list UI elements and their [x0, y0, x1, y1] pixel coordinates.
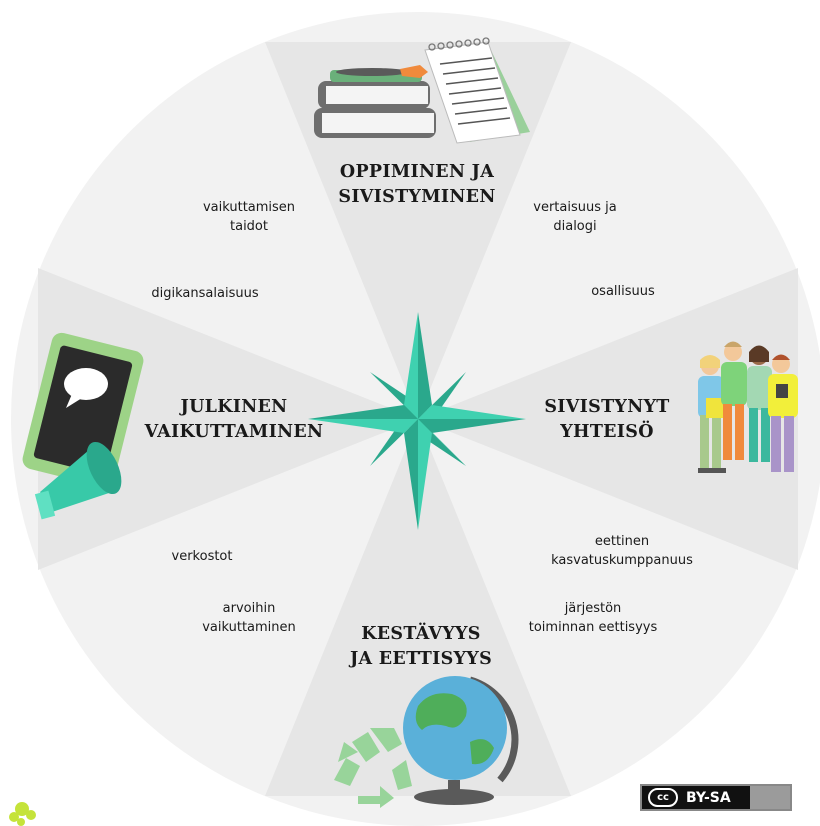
license-text: BY-SA — [686, 789, 731, 806]
section-title-right-line1: SIVISTYNYT — [544, 397, 670, 417]
label-line: verkostot — [171, 549, 233, 564]
label-line: vaikuttamisen — [202, 200, 296, 215]
section-title-right: SIVISTYNYT YHTEISÖ — [544, 395, 669, 445]
label-line: taidot — [230, 219, 268, 234]
section-title-top: OPPIMINEN JA SIVISTYMINEN — [338, 160, 495, 210]
globe-icon — [403, 676, 519, 805]
logo-icon — [9, 802, 36, 826]
section-title-top-line2: SIVISTYMINEN — [338, 187, 496, 207]
section-title-bottom: KESTÄVYYS JA EETTISYYS — [350, 622, 492, 672]
label-line: arvoihin — [222, 601, 276, 616]
license-badge-panel — [750, 786, 790, 809]
tablet-icon — [22, 332, 144, 488]
books-icon — [314, 65, 436, 138]
compass-rose-icon — [308, 312, 526, 530]
license-badge[interactable]: cc BY-SA — [640, 784, 792, 811]
section-title-left: JULKINEN VAIKUTTAMINEN — [145, 395, 324, 445]
notebook-icon — [424, 37, 530, 144]
megaphone-icon — [34, 441, 122, 520]
label-vaikuttamisen-taidot: vaikuttamisen taidot — [203, 198, 295, 236]
label-line: järjestön — [564, 601, 622, 616]
people-icon — [698, 341, 798, 473]
label-digikansalaisuus: digikansalaisuus — [151, 284, 258, 303]
sector-right — [418, 268, 798, 570]
label-line: kasvatuskumppanuus — [551, 553, 693, 568]
section-title-bottom-line2: JA EETTISYYS — [349, 649, 493, 669]
label-line: vaikuttaminen — [202, 620, 296, 635]
section-title-left-line1: JULKINEN — [180, 397, 288, 417]
section-title-top-line1: OPPIMINEN JA — [339, 162, 495, 182]
section-title-bottom-line1: KESTÄVYYS — [361, 624, 481, 644]
label-verkostot: verkostot — [172, 547, 233, 566]
label-vertaisuus: vertaisuus ja dialogi — [533, 198, 616, 236]
label-line: osallisuus — [591, 284, 655, 299]
label-line: toiminnan eettisyys — [528, 620, 658, 635]
label-eettinen: eettinen kasvatuskumppanuus — [551, 532, 693, 570]
label-line: eettinen — [594, 534, 650, 549]
label-line: vertaisuus ja — [533, 200, 617, 215]
label-line: digikansalaisuus — [151, 286, 259, 301]
sector-left — [38, 268, 418, 570]
section-title-left-line2: VAIKUTTAMINEN — [144, 422, 324, 442]
recycle-icon — [334, 728, 412, 808]
label-arvoihin: arvoihin vaikuttaminen — [202, 599, 296, 637]
label-jarjeston: järjestön toiminnan eettisyys — [529, 599, 658, 637]
section-title-right-line2: YHTEISÖ — [560, 422, 654, 442]
label-line: dialogi — [553, 219, 597, 234]
cc-icon: cc — [648, 788, 678, 807]
label-osallisuus: osallisuus — [591, 282, 655, 301]
